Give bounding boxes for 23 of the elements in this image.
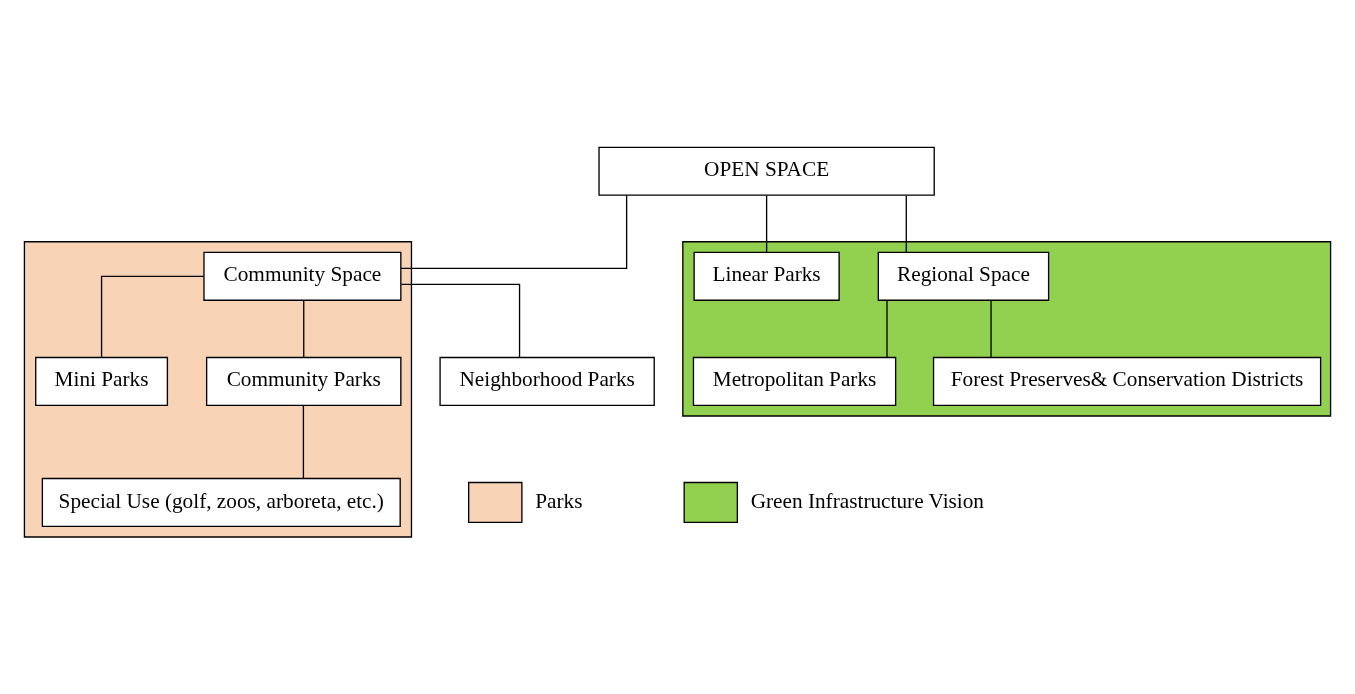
node-box: Metropolitan Parks: [692, 356, 897, 406]
connector: [302, 404, 305, 479]
legend-label: Green Infrastructure Vision: [750, 488, 985, 513]
node-box: Regional Space: [877, 251, 1050, 301]
node-box: Community Space: [203, 251, 402, 301]
connector: [400, 194, 628, 269]
connector: [303, 299, 305, 358]
node-box: Community Parks: [206, 356, 402, 406]
connector: [990, 299, 992, 358]
node-box: Mini Parks: [35, 356, 169, 406]
node-box: Linear Parks: [693, 251, 840, 301]
node-box: Neighborhood Parks: [439, 356, 655, 406]
connector: [400, 283, 521, 358]
connector: [886, 299, 888, 358]
node-box: Special Use (golf, zoos, arboreta, etc.): [41, 477, 401, 527]
node-box: Forest Preserves& Conservation Districts: [932, 356, 1322, 406]
connector: [765, 194, 768, 253]
legend-label: Parks: [535, 488, 583, 513]
cluster: [682, 240, 1332, 417]
connector: [100, 275, 205, 358]
node-box: OPEN SPACE: [598, 146, 935, 196]
connector: [905, 194, 907, 253]
cluster: [23, 240, 413, 538]
